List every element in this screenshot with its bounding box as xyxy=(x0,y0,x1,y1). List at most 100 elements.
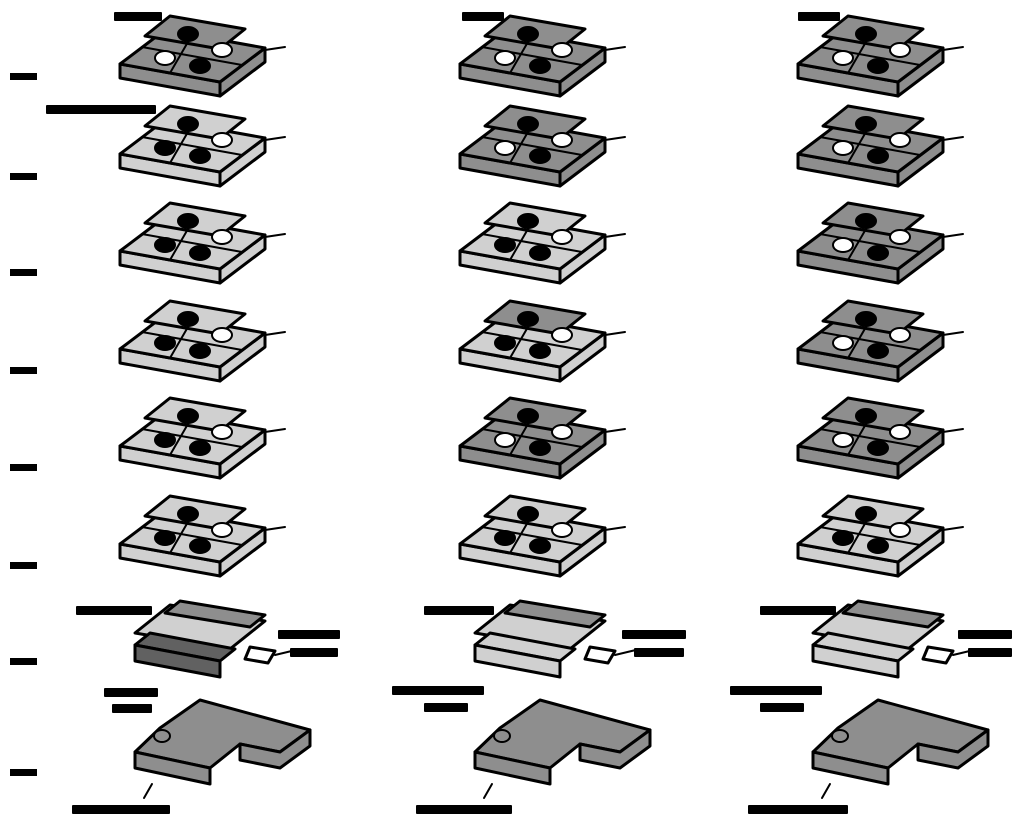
dark-spot xyxy=(856,117,876,131)
dark-spot xyxy=(190,441,210,455)
wide-notch xyxy=(154,730,170,742)
dark-spot xyxy=(530,246,550,260)
leader-line xyxy=(265,47,285,50)
diagram-row-1 xyxy=(798,16,963,96)
row-marker-group xyxy=(10,73,37,776)
leader-line xyxy=(144,784,152,798)
leader-line xyxy=(265,429,285,432)
diagram-row-1 xyxy=(120,16,285,96)
dark-spot xyxy=(155,336,175,350)
dark-spot xyxy=(530,539,550,553)
light-spot xyxy=(552,133,572,147)
dark-spot xyxy=(856,214,876,228)
light-spot xyxy=(212,230,232,244)
diagram-row-2 xyxy=(120,106,285,186)
dark-spot xyxy=(155,141,175,155)
wide-notch xyxy=(832,730,848,742)
light-spot xyxy=(890,133,910,147)
diagram-row-4 xyxy=(460,301,625,381)
dark-spot xyxy=(155,433,175,447)
diagram-row-3 xyxy=(798,203,963,283)
callout-label xyxy=(798,12,840,21)
leader-line xyxy=(605,137,625,140)
diagram-row-2 xyxy=(460,106,625,186)
dark-spot xyxy=(190,149,210,163)
diagram-row-8 xyxy=(135,700,310,798)
wide-notch xyxy=(494,730,510,742)
slab-tab xyxy=(245,647,275,663)
diagram-row-7 xyxy=(135,601,300,677)
light-spot xyxy=(552,328,572,342)
leader-line xyxy=(943,429,963,432)
column-left xyxy=(120,16,310,798)
dark-spot xyxy=(495,336,515,350)
leader-line xyxy=(265,137,285,140)
dark-spot xyxy=(868,246,888,260)
dark-spot xyxy=(868,441,888,455)
leader-line xyxy=(943,332,963,335)
diagram-row-4 xyxy=(120,301,285,381)
leader-line xyxy=(484,784,492,798)
light-spot xyxy=(495,141,515,155)
light-spot xyxy=(212,523,232,537)
light-spot xyxy=(212,43,232,57)
light-spot xyxy=(890,43,910,57)
leader-line xyxy=(943,47,963,50)
dark-spot xyxy=(178,214,198,228)
dark-spot xyxy=(856,507,876,521)
light-spot xyxy=(212,328,232,342)
column-middle xyxy=(460,16,650,798)
leader-line xyxy=(605,234,625,237)
light-spot xyxy=(833,238,853,252)
leader-line xyxy=(943,137,963,140)
dark-spot xyxy=(868,59,888,73)
callout-label xyxy=(424,703,468,712)
dark-spot xyxy=(518,214,538,228)
row-marker xyxy=(10,769,37,776)
callout-label xyxy=(76,606,152,615)
callout-label xyxy=(748,805,848,814)
dark-spot xyxy=(190,246,210,260)
light-spot xyxy=(212,425,232,439)
dark-spot xyxy=(518,409,538,423)
diagram-row-7 xyxy=(475,601,640,677)
diagram-row-7 xyxy=(813,601,978,677)
light-spot xyxy=(890,328,910,342)
row-marker xyxy=(10,269,37,276)
dark-spot xyxy=(495,531,515,545)
light-spot xyxy=(833,141,853,155)
diagram-row-4 xyxy=(798,301,963,381)
dark-spot xyxy=(178,117,198,131)
row-marker xyxy=(10,73,37,80)
dark-spot xyxy=(155,531,175,545)
dark-spot xyxy=(190,59,210,73)
light-spot xyxy=(212,133,232,147)
leader-line xyxy=(605,429,625,432)
column-right xyxy=(798,16,988,798)
dark-spot xyxy=(856,312,876,326)
diagram-row-8 xyxy=(813,700,988,798)
light-spot xyxy=(833,51,853,65)
dark-spot xyxy=(856,27,876,41)
callout-label xyxy=(424,606,494,615)
leader-line xyxy=(822,784,830,798)
callout-label xyxy=(46,105,156,114)
callout-label xyxy=(114,12,162,21)
diagram-row-8 xyxy=(475,700,650,798)
light-spot xyxy=(552,523,572,537)
dark-spot xyxy=(178,507,198,521)
callout-label xyxy=(104,688,158,697)
light-spot xyxy=(890,523,910,537)
leader-line xyxy=(943,527,963,530)
dark-spot xyxy=(833,531,853,545)
dark-spot xyxy=(178,409,198,423)
light-spot xyxy=(552,230,572,244)
diagram-row-3 xyxy=(120,203,285,283)
light-spot xyxy=(552,425,572,439)
light-spot xyxy=(552,43,572,57)
light-spot xyxy=(833,433,853,447)
leader-line xyxy=(605,332,625,335)
diagram-row-6 xyxy=(798,496,963,576)
leader-line xyxy=(265,527,285,530)
